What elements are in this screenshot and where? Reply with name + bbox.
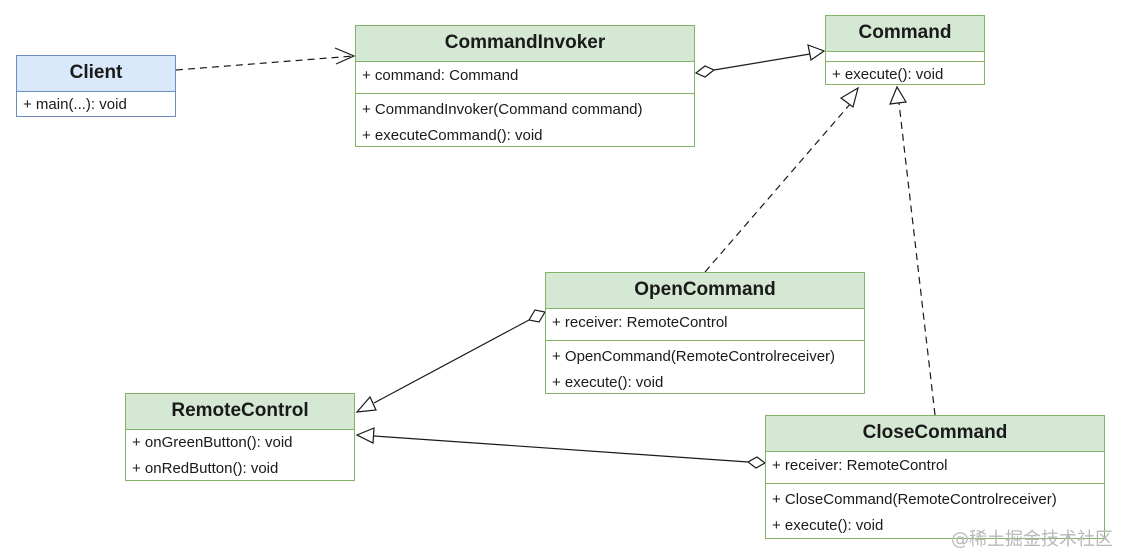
class-command-invoker[interactable]: CommandInvoker + command: Command + Comm… [355,25,695,147]
attributes-section: + command: Command [356,62,694,94]
method: + execute(): void [772,517,884,534]
methods-section: + onGreenButton(): void + onRedButton():… [126,430,354,482]
method: + execute(): void [832,66,944,83]
methods-section: + CloseCommand(RemoteControlreceiver) + … [766,484,1104,539]
methods-section: + CommandInvoker(Command command) + exec… [356,94,694,149]
class-name: CloseCommand [766,416,1104,452]
method: + CommandInvoker(Command command) [362,101,643,118]
edge-close-command-realization [889,85,936,416]
class-name: OpenCommand [546,273,864,309]
class-name: CommandInvoker [356,26,694,62]
method: + execute(): void [552,374,664,391]
attribute: + receiver: RemoteControl [772,457,948,474]
class-name: Command [826,16,984,52]
method: + main(...): void [23,96,127,113]
edge-close-command-remote [355,427,767,469]
attributes-section: + receiver: RemoteControl [546,309,864,341]
methods-section: + main(...): void [17,92,175,118]
method: + OpenCommand(RemoteControlreceiver) [552,348,836,365]
methods-section: + execute(): void [826,62,984,88]
class-remote-control[interactable]: RemoteControl + onGreenButton(): void + … [125,393,355,481]
class-close-command[interactable]: CloseCommand + receiver: RemoteControl +… [765,415,1105,539]
attribute: + receiver: RemoteControl [552,314,728,331]
methods-section: + OpenCommand(RemoteControlreceiver) + e… [546,341,864,396]
watermark: @稀土掘金技术社区 [951,529,1113,550]
method: + onRedButton(): void [132,460,279,477]
class-open-command[interactable]: OpenCommand + receiver: RemoteControl + … [545,272,865,394]
method: + onGreenButton(): void [132,434,293,451]
attributes-section: + receiver: RemoteControl [766,452,1104,484]
class-name: Client [17,56,175,92]
attributes-section [826,52,984,62]
edge-open-command-remote [355,309,546,413]
method: + CloseCommand(RemoteControlreceiver) [772,491,1057,508]
class-command[interactable]: Command + execute(): void [825,15,985,85]
edge-open-command-realization [704,86,859,273]
edge-client-invoker [175,47,356,71]
method: + executeCommand(): void [362,127,543,144]
edge-invoker-command [694,44,826,78]
class-name: RemoteControl [126,394,354,430]
attribute: + command: Command [362,67,519,84]
class-client[interactable]: Client + main(...): void [16,55,176,117]
